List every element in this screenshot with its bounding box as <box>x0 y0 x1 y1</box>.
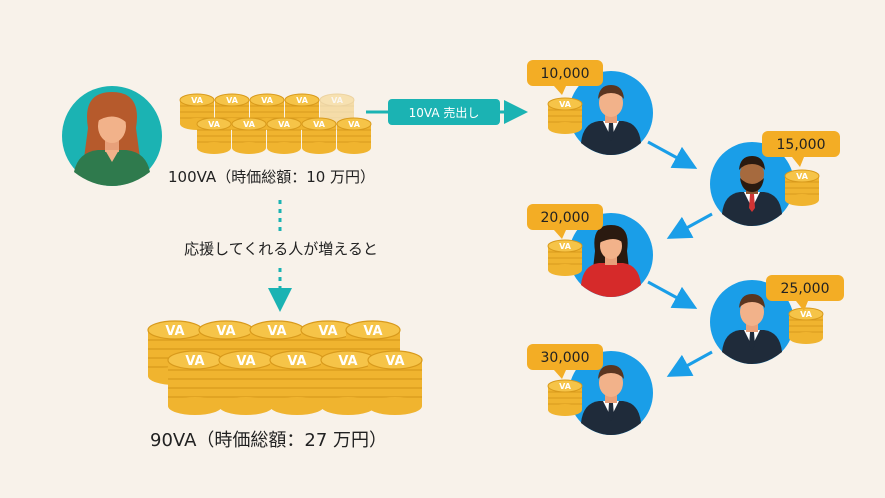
price-badge-5: 30,000 <box>527 344 603 379</box>
svg-text:10,000: 10,000 <box>541 66 590 82</box>
price-badge-4: 25,000 <box>766 275 844 311</box>
buyer-1: 10,000 <box>527 60 653 155</box>
owner-holding-label: 100VA（時価総額：10 万円） <box>168 168 375 186</box>
owner-avatar <box>62 86 162 186</box>
svg-text:20,000: 20,000 <box>541 210 590 226</box>
sell-arrow: 10VA 売出し <box>366 99 528 125</box>
result-label: 90VA（時価総額：27 万円） <box>150 430 387 451</box>
svg-text:30,000: 30,000 <box>541 350 590 366</box>
buyer-2: 15,000 <box>710 131 840 226</box>
buyer-5: 30,000 <box>527 344 653 435</box>
price-badge-2: 15,000 <box>762 131 840 167</box>
svg-text:25,000: 25,000 <box>781 281 830 297</box>
svg-text:15,000: 15,000 <box>777 137 826 153</box>
buyer-3: 20,000 <box>527 204 653 297</box>
sell-label: 10VA 売出し <box>409 105 480 120</box>
buyer-flow-arrows <box>647 140 713 377</box>
support-label: 応援してくれる人が増えると <box>184 240 378 258</box>
price-badge-1: 10,000 <box>527 60 603 95</box>
owner-coin-pile <box>179 93 372 155</box>
price-badge-3: 20,000 <box>527 204 603 239</box>
buyer-4: 25,000 <box>710 275 844 364</box>
result-coin-pile <box>147 320 423 416</box>
